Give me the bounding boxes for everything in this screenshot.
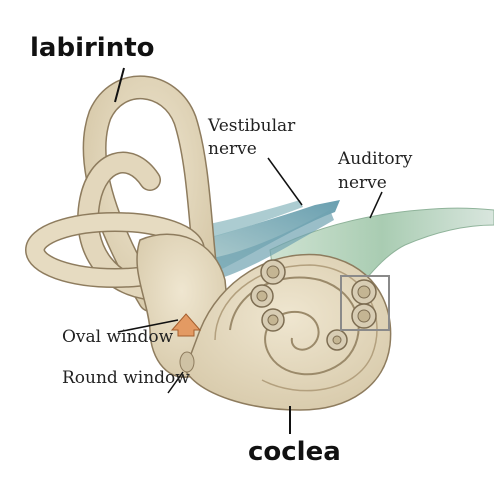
label-coclea: coclea xyxy=(248,437,341,467)
label-auditory-nerve-line2: nerve xyxy=(338,173,387,193)
label-oval-window: Oval window xyxy=(62,327,174,347)
label-leader-lines xyxy=(114,67,383,434)
cochlear-turn-sections xyxy=(250,259,377,351)
label-round-window: Round window xyxy=(62,368,190,388)
round-window xyxy=(179,351,195,373)
oval-window-arrow xyxy=(170,313,202,337)
label-labirinto: labirinto xyxy=(30,33,155,63)
label-auditory-nerve-line1: Auditory xyxy=(337,149,413,169)
cochlea xyxy=(184,253,392,411)
label-vestibular-nerve-line2: nerve xyxy=(208,139,257,159)
cross-section-highlight-box xyxy=(340,275,390,331)
label-vestibular-nerve-line1: Vestibular xyxy=(207,116,296,136)
